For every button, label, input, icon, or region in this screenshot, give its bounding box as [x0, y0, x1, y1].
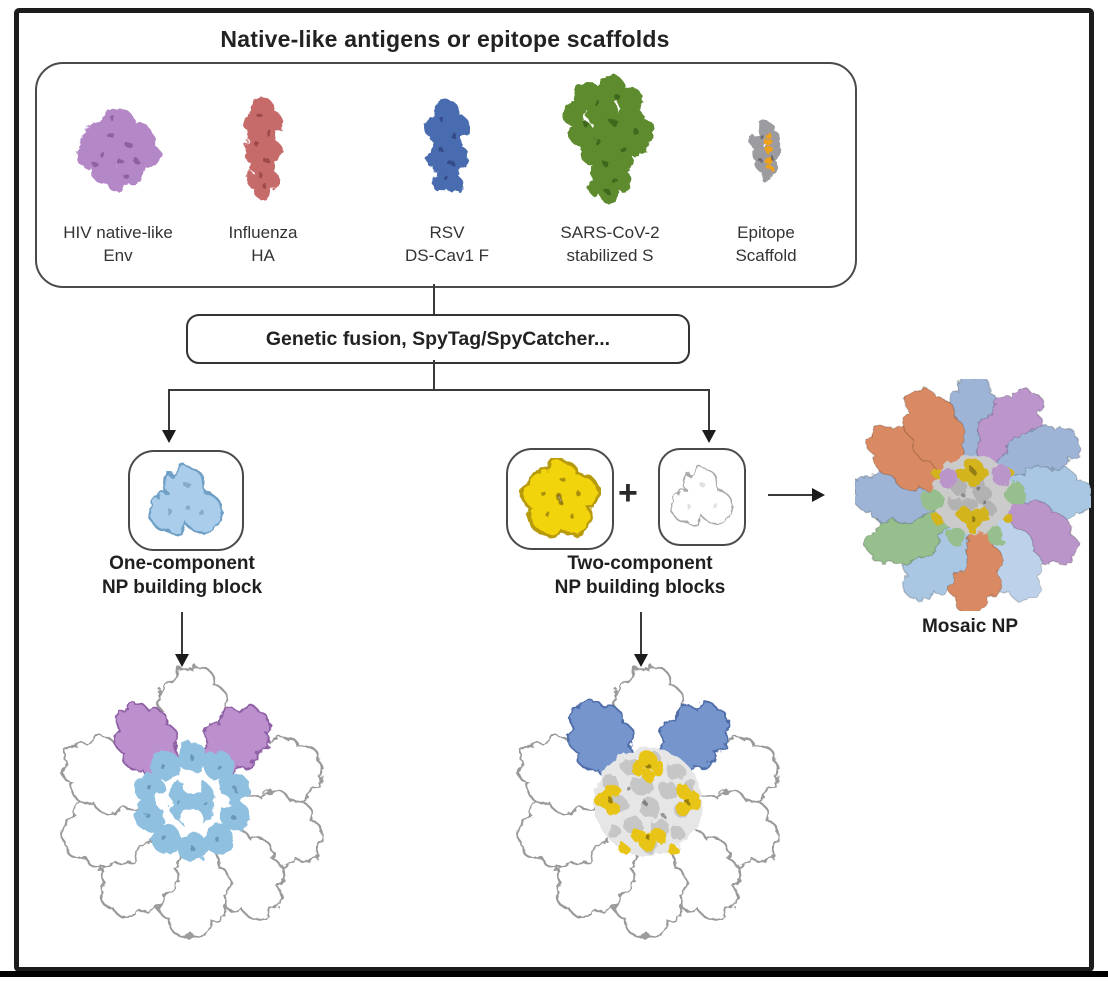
sars-cov-2-s-molecule	[562, 75, 655, 204]
one-component-label-line2: NP building block	[101, 577, 263, 598]
plus-sign: +	[618, 474, 638, 512]
connector-box-to-fusion	[433, 284, 435, 314]
connector-fusion-stem	[433, 360, 435, 390]
one-component-trimer-icon	[148, 465, 224, 533]
mosaic-green-blobs	[922, 482, 1026, 546]
label-hiv-env-line2: Env	[103, 246, 133, 265]
label-influenza-line1: Influenza	[228, 223, 298, 242]
two-component-trimer-box	[658, 448, 746, 546]
epitope-accent	[764, 131, 774, 171]
two-component-np-yellow-patches	[595, 751, 701, 854]
trimer-speckles	[165, 479, 206, 517]
mosaic-mid-blobs	[922, 465, 1026, 546]
mosaic-core-speckles	[961, 468, 987, 522]
pentamer-icon	[519, 458, 601, 537]
two-component-pentamer-box	[506, 448, 614, 550]
arrow-two-component-np-head-icon	[634, 654, 648, 667]
hiv-env-speckles	[92, 116, 140, 180]
label-rsv-line1: RSV	[429, 223, 465, 242]
one-component-np	[52, 666, 332, 938]
white-trimer-speckles	[685, 481, 719, 510]
label-hiv-env: HIV native-like Env	[38, 221, 198, 267]
label-sars-line2: stabilized S	[566, 246, 654, 265]
mosaic-np	[855, 379, 1091, 611]
epitope-scaffold-blob	[750, 121, 782, 182]
one-component-np-core	[134, 742, 250, 862]
figure-title: Native-like antigens or epitope scaffold…	[220, 26, 670, 52]
hiv-env-molecule	[75, 107, 161, 193]
two-component-np-core	[594, 748, 702, 856]
pentamer-speckles	[540, 474, 580, 518]
arrow-down-right-branch-icon	[702, 430, 716, 443]
two-component-label: Two-component NP building blocks	[530, 552, 750, 600]
two-component-label-line1: Two-component	[567, 553, 713, 574]
rsv-f-molecule	[424, 100, 470, 192]
label-influenza-ha: Influenza HA	[183, 221, 343, 267]
one-component-block-box	[128, 450, 244, 551]
one-component-label: One-component NP building block	[82, 552, 282, 600]
fusion-box-label: Genetic fusion, SpyTag/SpyCatcher...	[265, 327, 611, 350]
arrow-two-component-np-line	[640, 612, 642, 655]
one-component-np-core-holes	[155, 772, 229, 830]
influenza-ha-molecule	[243, 98, 283, 200]
label-epitope-scaffold: Epitope Scaffold	[686, 221, 846, 267]
arrow-to-mosaic-line	[768, 494, 814, 496]
mosaic-purple-blobs	[939, 465, 1011, 489]
one-component-np-core-speckles	[145, 755, 239, 851]
rsv-f-speckles	[437, 118, 456, 180]
connector-branch-right	[708, 389, 710, 431]
epitope-scaffold-molecule	[750, 121, 782, 182]
arrow-down-left-branch-icon	[162, 430, 176, 443]
arrow-one-component-np-line	[181, 612, 183, 655]
two-component-np	[508, 666, 788, 938]
arrow-to-mosaic-head-icon	[812, 488, 825, 502]
epitope-speckles	[758, 134, 774, 162]
two-component-np-core-speckles	[607, 763, 689, 840]
label-epitope-line2: Scaffold	[735, 246, 797, 265]
connector-branch-horizontal	[168, 389, 710, 391]
label-epitope-line1: Epitope	[737, 223, 795, 242]
connector-branch-left	[168, 389, 170, 431]
one-component-label-line1: One-component	[109, 553, 255, 574]
label-rsv-f: RSV DS-Cav1 F	[367, 221, 527, 267]
two-component-label-line2: NP building blocks	[554, 577, 726, 598]
sars-cov-2-s-speckles	[583, 95, 639, 195]
white-trimer-icon	[670, 467, 734, 525]
fusion-box: Genetic fusion, SpyTag/SpyCatcher...	[186, 314, 690, 364]
influenza-ha-speckles	[254, 113, 271, 189]
arrow-one-component-np-head-icon	[175, 654, 189, 667]
label-sars-line1: SARS-CoV-2	[560, 223, 660, 242]
label-rsv-line2: DS-Cav1 F	[404, 246, 490, 265]
label-influenza-line2: HA	[251, 246, 275, 265]
sars-cov-2-s-blob	[562, 75, 655, 204]
label-hiv-env-line1: HIV native-like	[63, 223, 173, 242]
mosaic-np-label: Mosaic NP	[921, 616, 1019, 637]
hiv-env-blob	[75, 107, 161, 193]
bottom-border-bar	[0, 971, 1108, 977]
label-sars-cov-2: SARS-CoV-2 stabilized S	[530, 221, 690, 267]
